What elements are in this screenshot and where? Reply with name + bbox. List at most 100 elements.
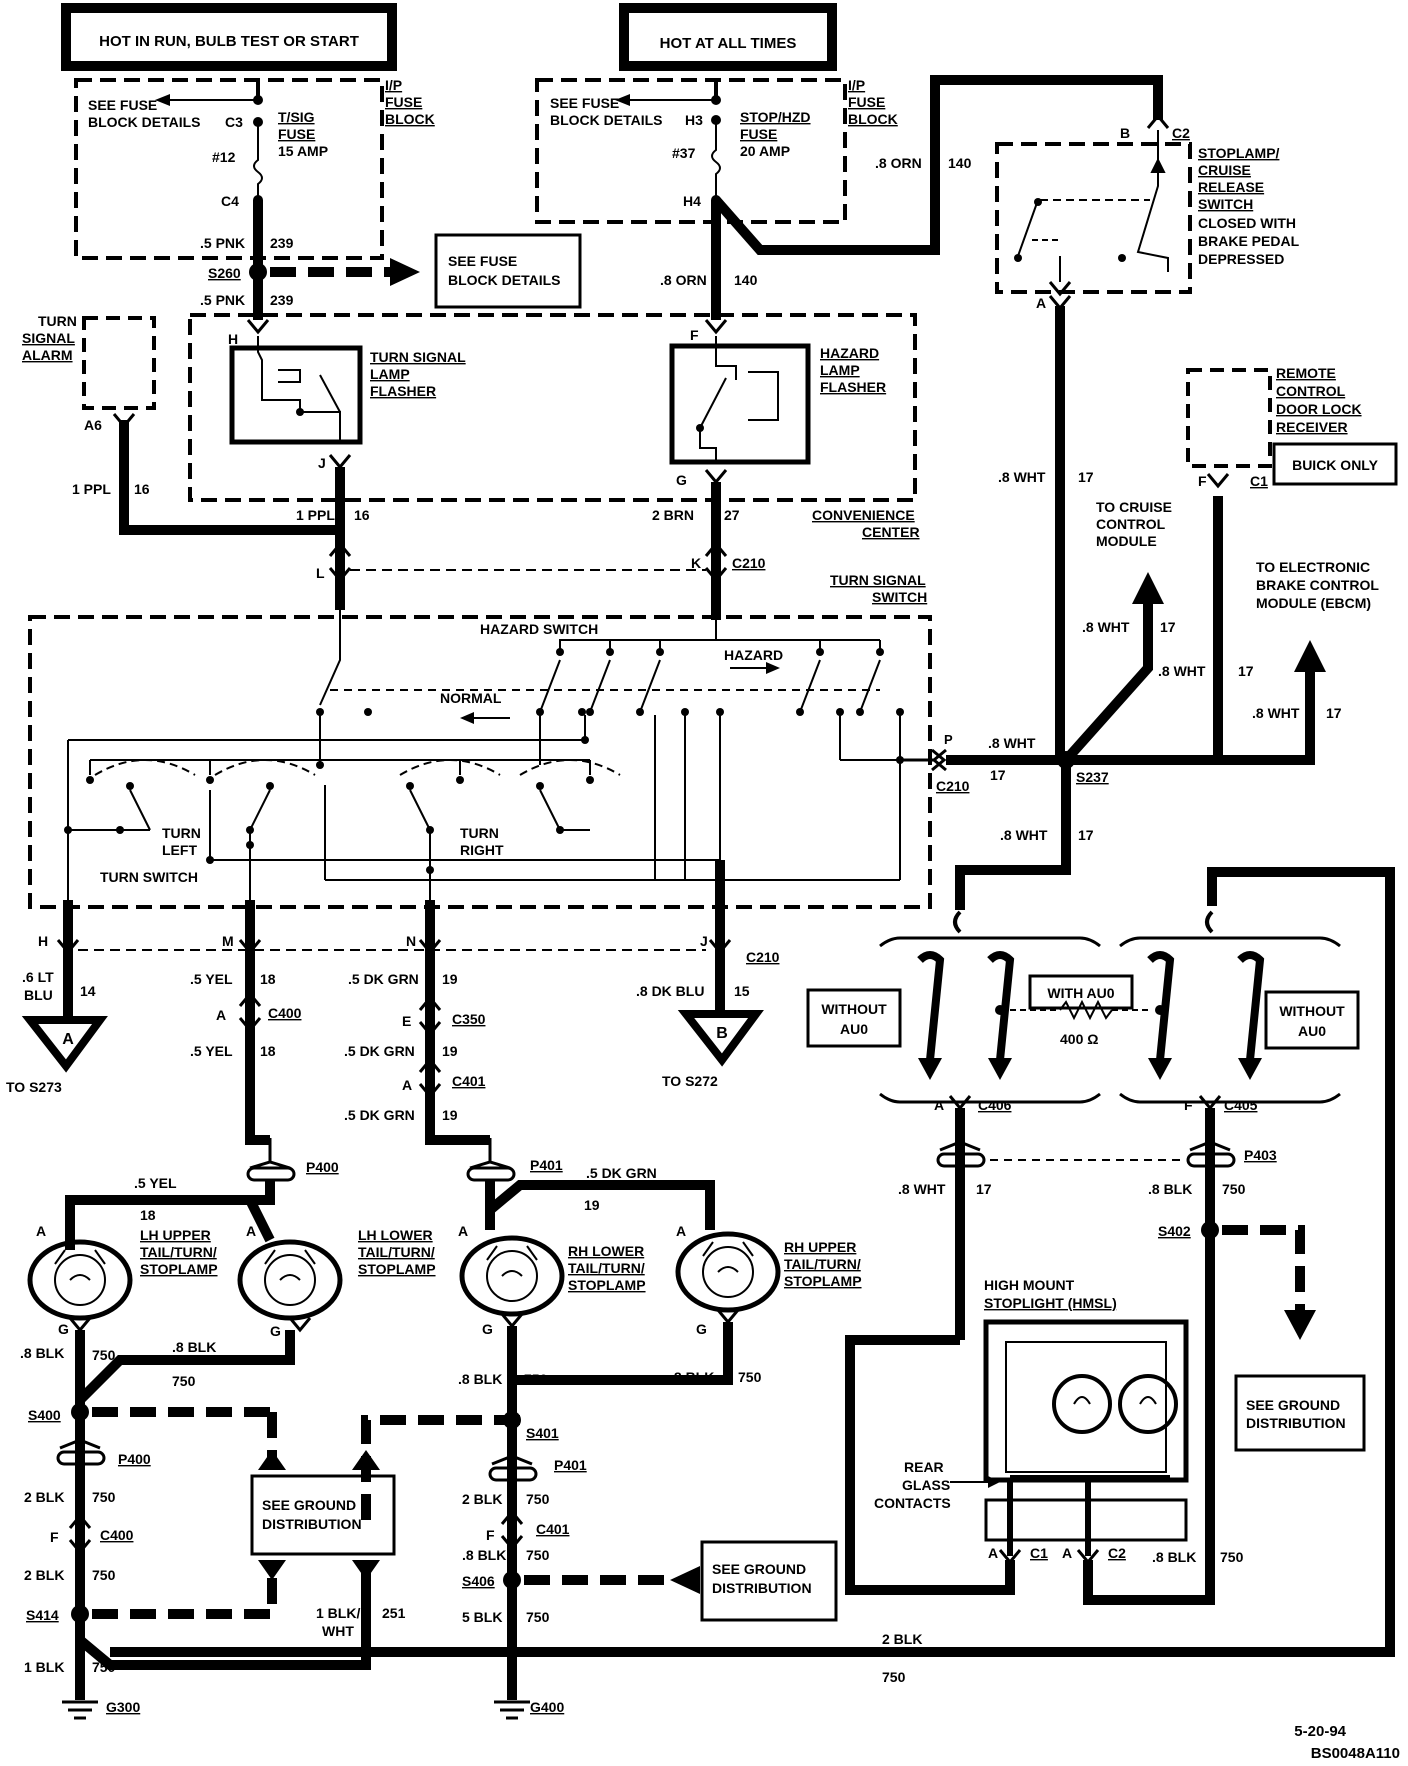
connector-c400: C400 (100, 1527, 134, 1543)
wire-color: 5 BLK (462, 1609, 502, 1625)
lamp-rh-upper: A RH UPPER TAIL/TURN/ STOPLAMP G (675, 1223, 862, 1337)
connector-c2: C2 (1172, 125, 1190, 141)
connector-e: E (402, 1013, 411, 1029)
connector-m: M (222, 933, 234, 949)
splice-s406: S406 (462, 1573, 495, 1589)
circuit-number: 239 (270, 235, 294, 251)
splice-s414: S414 (26, 1607, 59, 1623)
ground-g400: G400 (530, 1699, 564, 1715)
connector-h: H (38, 933, 48, 949)
lamp-label: RH LOWER (568, 1243, 644, 1259)
hazard-label: HAZARD (724, 647, 783, 663)
wire-color: .8 WHT (998, 469, 1046, 485)
connector-a: A (246, 1223, 256, 1239)
to-s273-label: TO S273 (6, 1079, 62, 1095)
with-au0-label: WITH AU0 (1047, 985, 1114, 1001)
block-details-text: BLOCK DETAILS (88, 114, 201, 130)
see-fuse-box-text: SEE FUSE (448, 253, 517, 269)
connector-j: J (700, 933, 708, 949)
connector-k: K (691, 555, 701, 571)
circuit-number: 750 (92, 1567, 116, 1583)
lamp-label: RH UPPER (784, 1239, 856, 1255)
circuit-number: 750 (882, 1669, 906, 1685)
hmsl-label: HIGH MOUNT (984, 1277, 1075, 1293)
fuse-name-2: FUSE (740, 126, 777, 142)
connector-n: N (406, 933, 416, 949)
circuit-number: 27 (724, 507, 740, 523)
connector-g: G (676, 472, 687, 488)
fuse-name-2: FUSE (278, 126, 315, 142)
wire-color: .5 YEL (190, 1043, 233, 1059)
wire-color: .6 LT (22, 969, 54, 985)
wire-color: .5 YEL (190, 971, 233, 987)
rear-glass-label: REAR (904, 1459, 944, 1475)
connector-c210: C210 (746, 949, 780, 965)
connector-c406: C406 (978, 1097, 1012, 1113)
flasher-label: HAZARD (820, 345, 879, 361)
connector-f: F (1198, 473, 1207, 489)
circuit-number: 239 (270, 292, 294, 308)
wire-color: .8 WHT (1252, 705, 1300, 721)
connector-c350: C350 (452, 1011, 486, 1027)
without-au0-label-2: AU0 (840, 1021, 868, 1037)
wire-color: .5 YEL (134, 1175, 177, 1191)
connector-c210: C210 (936, 778, 970, 794)
wire-750-return: 2 BLK 750 (110, 867, 1395, 1685)
ip-label-3: BLOCK (385, 111, 435, 127)
wire-color: .8 ORN (660, 272, 707, 288)
circuit-number: 750 (92, 1489, 116, 1505)
see-ground-text-2: DISTRIBUTION (262, 1516, 362, 1532)
alarm-label-3: ALARM (22, 347, 73, 363)
cruise-label-2: CONTROL (1096, 516, 1166, 532)
circuit-number: 19 (442, 1043, 458, 1059)
h3-label: H3 (685, 112, 703, 128)
wire-27: 2 BRN 27 K C210 (652, 482, 766, 620)
connector-g: G (482, 1321, 493, 1337)
circuit-number: 16 (354, 507, 370, 523)
stoplamp-label-6: BRAKE PEDAL (1198, 233, 1300, 249)
block-details-text: BLOCK DETAILS (550, 112, 663, 128)
circuit-number: 750 (172, 1373, 196, 1389)
remote-door-lock-receiver: REMOTE CONTROL DOOR LOCK RECEIVER BUICK … (1186, 365, 1398, 489)
remote-label-3: DOOR LOCK (1276, 401, 1362, 417)
splice-s237: S237 (1076, 769, 1109, 785)
turn-signal-flasher: H TURN SIGNAL LAMP FLASHER J (228, 319, 466, 471)
stoplamp-label-7: DEPRESSED (1198, 251, 1284, 267)
wire-color: .8 WHT (898, 1181, 946, 1197)
circuit-number: 140 (734, 272, 758, 288)
circuit-number: 750 (738, 1369, 762, 1385)
ip-label: I/P (385, 77, 402, 93)
connector-p401: P401 (530, 1157, 563, 1173)
connector-b: B (1120, 125, 1130, 141)
lamp-label-2: TAIL/TURN/ (568, 1260, 645, 1276)
see-ground-text-2: DISTRIBUTION (1246, 1415, 1346, 1431)
wire-color: 2 BLK (462, 1491, 502, 1507)
connector-p401: P401 (554, 1457, 587, 1473)
turn-signal-alarm: TURN SIGNAL ALARM A6 (22, 313, 156, 433)
stoplamp-label-3: RELEASE (1198, 179, 1264, 195)
flasher-label-3: FLASHER (820, 379, 886, 395)
lamp-label-2: TAIL/TURN/ (358, 1244, 435, 1260)
ip-label-3: BLOCK (848, 111, 898, 127)
circuit-number: 17 (976, 1181, 992, 1197)
offpage-a: A (62, 1031, 74, 1048)
flasher-label-2: LAMP (820, 362, 860, 378)
ip-label-2: FUSE (848, 94, 885, 110)
wire-color: 2 BRN (652, 507, 694, 523)
wire-color: 1 PPL (296, 507, 335, 523)
circuit-number: 17 (1238, 663, 1254, 679)
circuit-number: 750 (524, 1371, 548, 1387)
turn-signal-switch: TURN SIGNAL SWITCH HAZARD SWITCH HAZARD … (28, 572, 932, 909)
circuit-number: 140 (948, 155, 972, 171)
connector-a: A (36, 1223, 46, 1239)
wire-color-2: WHT (322, 1623, 354, 1639)
connector-p403: P403 (1244, 1147, 1277, 1163)
splice-s401: S401 (526, 1425, 559, 1441)
connector-a: A (1036, 295, 1046, 311)
circuit-number: 750 (1220, 1549, 1244, 1565)
wire-color: .8 WHT (1158, 663, 1206, 679)
turn-switch-title-2: SWITCH (872, 589, 927, 605)
connector-a: A (676, 1223, 686, 1239)
fuse-amp: 20 AMP (740, 143, 790, 159)
circuit-number: 750 (1222, 1181, 1246, 1197)
